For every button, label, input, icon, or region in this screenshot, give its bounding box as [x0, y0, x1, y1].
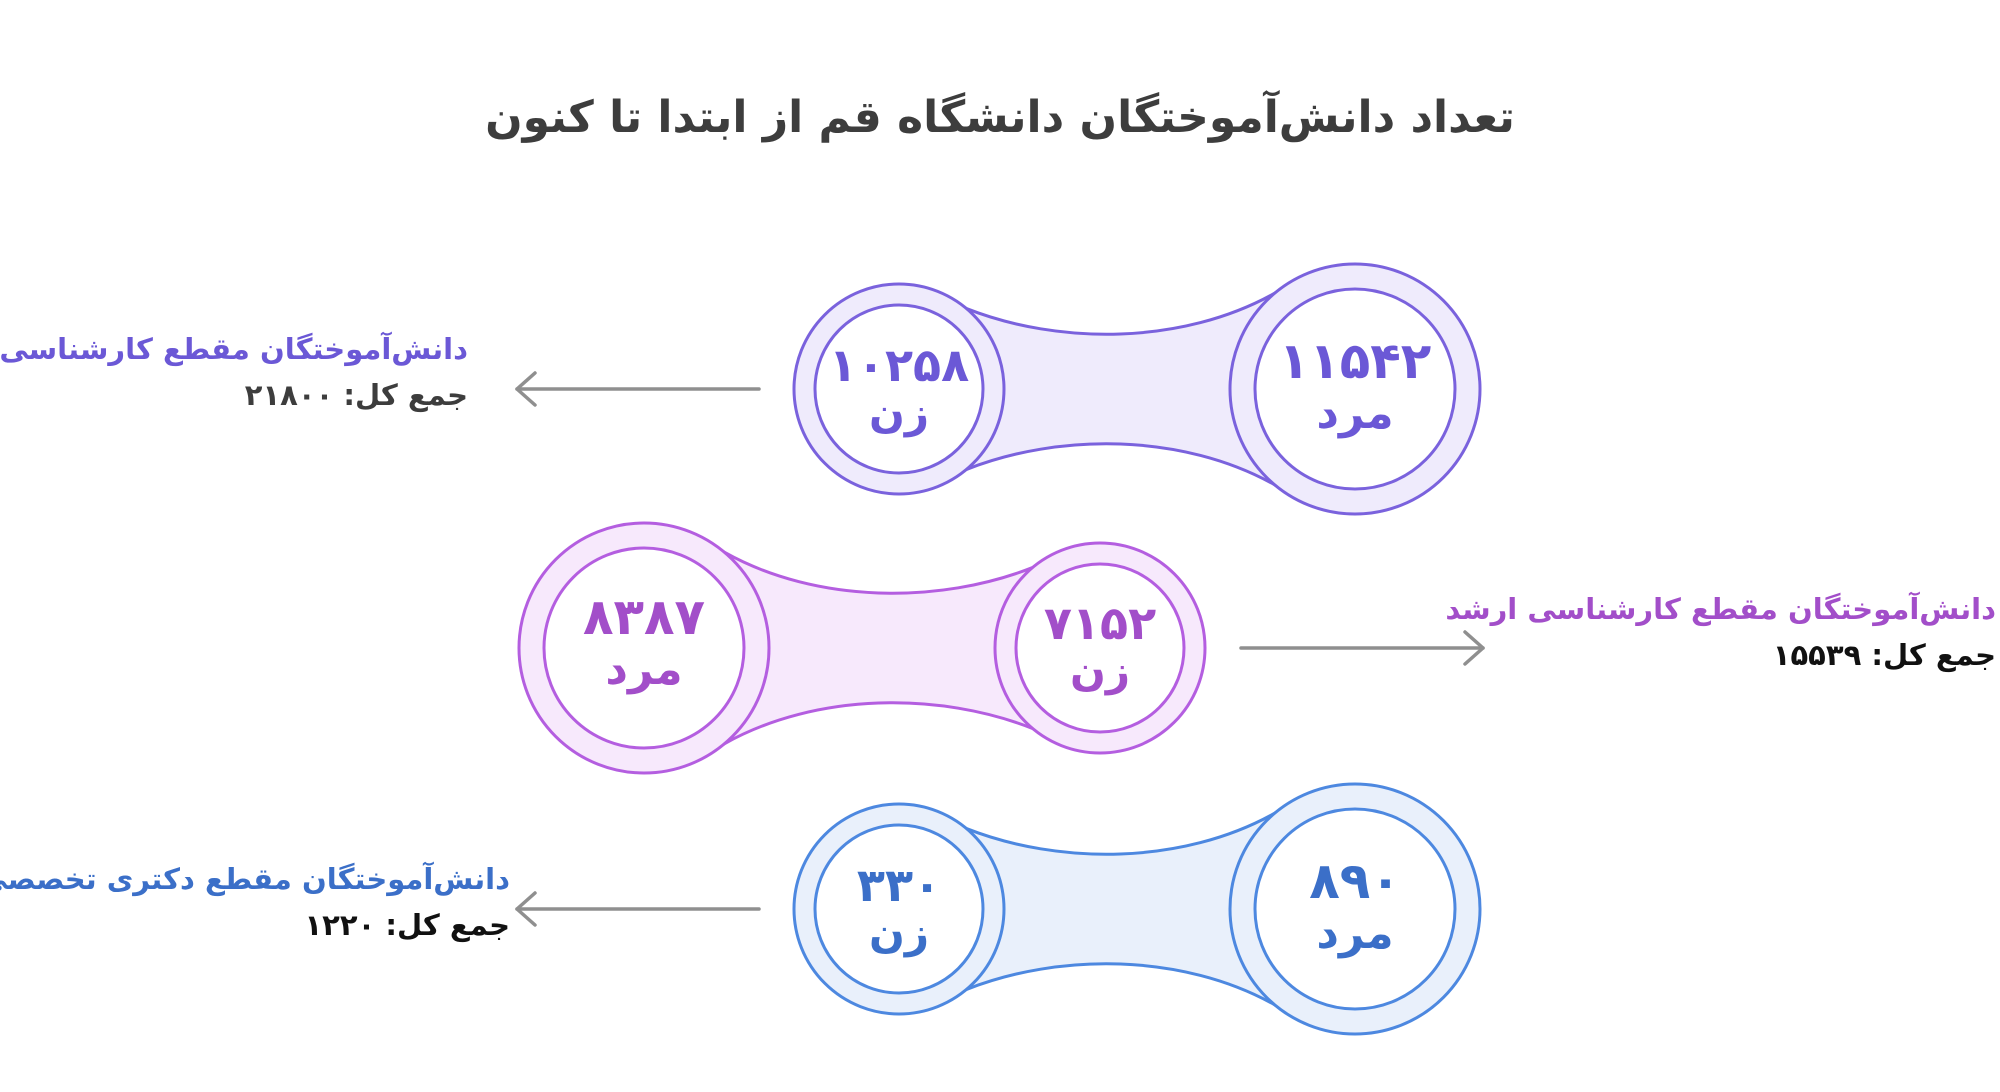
connector-bridge	[964, 810, 1277, 1008]
inner-circle	[1253, 287, 1457, 491]
label-phd: دانش‌آموختگان مقطع دکتری تخصصی جمع کل: ۱…	[0, 862, 510, 942]
inner-circle	[813, 303, 985, 475]
inner-circle	[813, 823, 985, 995]
group-name: دانش‌آموختگان مقطع کارشناسی ارشد	[1445, 592, 1996, 626]
women-value: ۱۰۲۵۸	[828, 338, 970, 392]
women-label: زن	[868, 908, 930, 957]
women-label: زن	[1069, 646, 1131, 695]
men-value: ۸۳۸۷	[582, 588, 706, 646]
women-value: ۷۱۵۲	[1043, 596, 1157, 650]
men-label: مرد	[605, 644, 683, 695]
women-label: زن	[868, 388, 930, 437]
men-count-phd: ۸۹۰ مرد	[1245, 852, 1465, 959]
inner-circle	[1014, 562, 1186, 734]
group-total: جمع کل: ۱۲۲۰	[304, 908, 510, 942]
men-count-master: ۸۳۸۷ مرد	[534, 588, 754, 695]
men-value: ۸۹۰	[1309, 852, 1401, 910]
connector-bridge	[964, 290, 1277, 488]
men-value: ۱۱۵۴۲	[1278, 332, 1432, 390]
label-bachelor: دانش‌آموختگان مقطع کارشناسی جمع کل: ۲۱۸۰…	[0, 332, 468, 412]
men-count-bachelor: ۱۱۵۴۲ مرد	[1245, 332, 1465, 439]
connector-bridge	[722, 549, 1035, 747]
women-count-bachelor: ۱۰۲۵۸ زن	[789, 338, 1009, 437]
women-count-master: ۷۱۵۲ زن	[990, 596, 1210, 695]
group-name: دانش‌آموختگان مقطع دکتری تخصصی	[0, 862, 510, 896]
group-name: دانش‌آموختگان مقطع کارشناسی	[0, 332, 468, 366]
women-count-phd: ۳۳۰ زن	[789, 858, 1009, 957]
women-value: ۳۳۰	[856, 858, 942, 912]
inner-circle	[542, 546, 746, 750]
label-master: دانش‌آموختگان مقطع کارشناسی ارشد جمع کل:…	[1445, 592, 1996, 672]
arrow-head-icon	[1463, 630, 1485, 666]
group-total: جمع کل: ۱۵۵۳۹	[1772, 638, 1996, 672]
arrow-head-icon	[515, 371, 537, 407]
arrow-head-icon	[515, 891, 537, 927]
page-title: تعداد دانش‌آموختگان دانشگاه قم از ابتدا …	[485, 92, 1515, 143]
group-total: جمع کل: ۲۱۸۰۰	[244, 378, 468, 412]
men-label: مرد	[1316, 388, 1394, 439]
inner-circle	[1253, 807, 1457, 1011]
men-label: مرد	[1316, 908, 1394, 959]
